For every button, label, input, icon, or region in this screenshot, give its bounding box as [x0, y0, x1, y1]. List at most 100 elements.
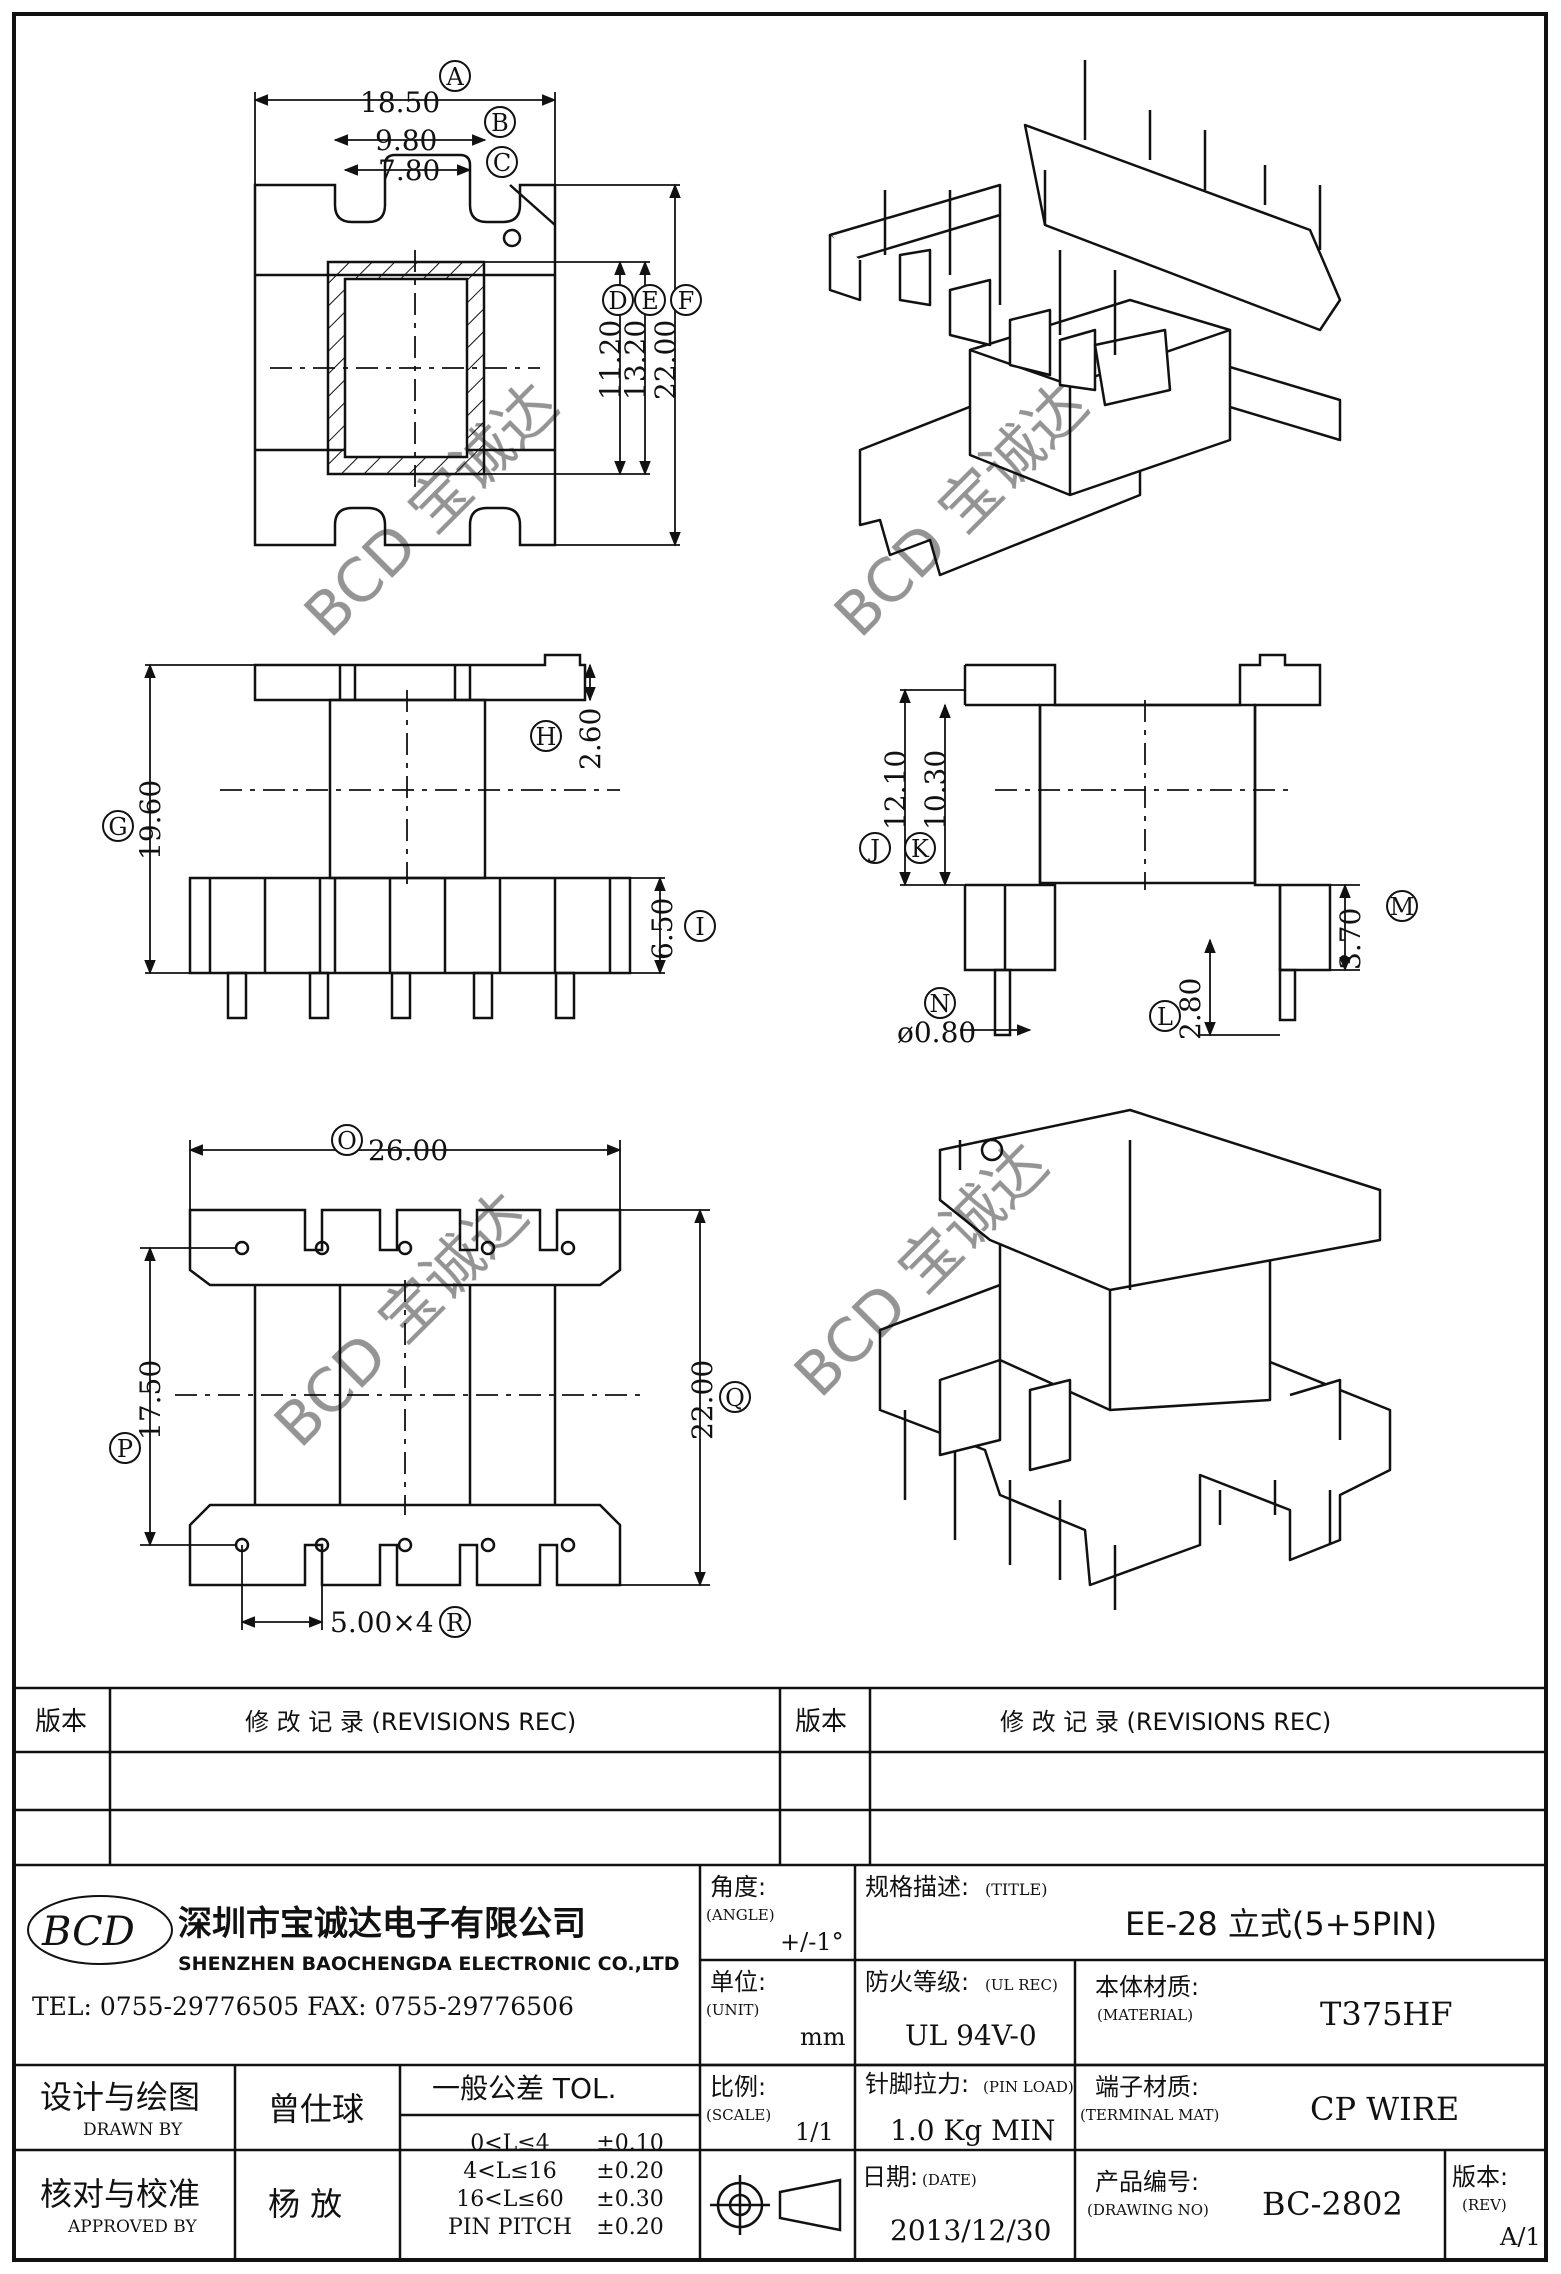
revision-col-version: 版本	[795, 1707, 847, 1737]
tolerance-value: ±0.20	[596, 2215, 663, 2240]
watermark: BCD 宝诚达	[261, 1180, 542, 1461]
dim-k: 10.30	[919, 750, 952, 830]
tolerance-range: 0<L≤4	[470, 2131, 549, 2156]
ul-label: 防火等级:	[865, 1968, 969, 1996]
company-logo: BCD	[27, 1895, 173, 1965]
angle-label: 角度:	[710, 1873, 766, 1901]
svg-text:M: M	[1390, 893, 1415, 921]
pinload-label: 针脚拉力:	[865, 2070, 969, 2098]
svg-text:P: P	[117, 1435, 133, 1463]
unit-label-en: (UNIT)	[706, 2001, 759, 2019]
svg-text:Q: Q	[725, 1384, 745, 1412]
unit-label: 单位:	[710, 1968, 766, 1996]
dim-q: 22.00	[686, 1360, 719, 1440]
revisions-table	[14, 1686, 1546, 1867]
callout-p: P	[109, 1432, 141, 1464]
rev-value: A/1	[1499, 2223, 1541, 2251]
terminal-label: 端子材质:	[1095, 2073, 1199, 2101]
company-name-cn: 深圳市宝诚达电子有限公司	[178, 1904, 586, 1944]
pinload-value: 1.0 Kg MIN	[890, 2114, 1055, 2147]
side-view-dims	[899, 688, 1360, 1037]
bottom-view	[175, 1208, 640, 1587]
title-label-en: (TITLE)	[985, 1880, 1047, 1899]
date-value: 2013/12/30	[890, 2214, 1051, 2247]
approved-by-value: 杨 放	[268, 2185, 342, 2223]
scale-label-en: (SCALE)	[706, 2106, 771, 2124]
callout-b: B	[484, 106, 516, 138]
dim-r: 5.00×4	[330, 1606, 434, 1639]
tolerance-value: ±0.30	[596, 2187, 663, 2212]
svg-text:C: C	[493, 149, 511, 177]
svg-text:L: L	[1157, 1003, 1173, 1031]
svg-text:F: F	[678, 287, 695, 315]
drawing-label: 产品编号:	[1095, 2168, 1199, 2196]
company-logo-text: BCD	[41, 1909, 135, 1955]
tolerance-title: 一般公差 TOL.	[432, 2072, 617, 2105]
front-view-dims	[144, 663, 666, 975]
tolerance-value: ±0.20	[596, 2159, 663, 2184]
svg-text:I: I	[695, 913, 704, 941]
dim-p: 17.50	[134, 1360, 167, 1440]
drawn-by-value: 曾仕球	[268, 2090, 364, 2128]
iso-view-lower	[878, 1108, 1392, 1610]
drawing-value: BC-2802	[1262, 2185, 1403, 2223]
svg-text:D: D	[608, 287, 627, 315]
tolerance-range: 16<L≤60	[456, 2187, 563, 2212]
date-label: 日期:	[862, 2163, 918, 2191]
callout-j: J	[859, 832, 891, 864]
dim-o: 26.00	[368, 1134, 448, 1167]
callout-a: A	[439, 60, 471, 92]
dim-b: 9.80	[375, 124, 437, 157]
callout-r: R	[439, 1606, 471, 1638]
callout-h: H	[530, 720, 562, 752]
side-view	[963, 653, 1332, 1037]
callout-d: D	[602, 284, 634, 316]
dim-c: 7.80	[378, 154, 440, 187]
svg-text:B: B	[491, 109, 509, 137]
dim-i: 6.50	[646, 898, 679, 960]
callout-g: G	[102, 810, 134, 842]
revision-col-record: 修 改 记 录 (REVISIONS REC)	[1000, 1708, 1331, 1736]
callout-e: E	[634, 284, 666, 316]
unit-value: mm	[800, 2023, 846, 2051]
scale-value: 1/1	[795, 2118, 834, 2146]
iso-view-upper	[828, 60, 1342, 577]
material-label-en: (MATERIAL)	[1097, 2006, 1193, 2024]
approved-by-label-en: APPROVED BY	[67, 2217, 198, 2237]
dim-a: 18.50	[360, 86, 440, 119]
scale-label: 比例:	[710, 2073, 766, 2101]
rev-label-en: (REV)	[1462, 2196, 1507, 2214]
dim-n: ø0.80	[897, 1016, 976, 1049]
callout-n: N	[924, 987, 956, 1019]
dim-h: 2.60	[574, 708, 607, 770]
sheet-border	[12, 12, 1548, 2262]
projection-symbol-icon	[710, 2175, 842, 2235]
angle-value: +/-1°	[780, 1928, 844, 1956]
callout-f: F	[670, 284, 702, 316]
svg-text:R: R	[446, 1609, 465, 1637]
dim-j: 12.10	[879, 750, 912, 830]
rev-label: 版本:	[1452, 2163, 1508, 2191]
approved-by-label: 核对与校准	[40, 2175, 200, 2213]
title-block-grid	[14, 1865, 1546, 2260]
revision-col-version: 版本	[35, 1707, 87, 1737]
drawing-label-en: (DRAWING NO)	[1087, 2201, 1209, 2219]
svg-text:J: J	[867, 835, 880, 863]
dim-e: 13.20	[619, 320, 652, 400]
dim-g: 19.60	[134, 780, 167, 860]
dim-f: 22.00	[649, 320, 682, 400]
date-label-en: (DATE)	[922, 2171, 977, 2189]
callout-q: Q	[719, 1381, 751, 1413]
title-value: EE-28 立式(5+5PIN)	[1125, 1905, 1437, 1943]
tolerance-range: 4<L≤16	[463, 2159, 556, 2184]
dim-l: 2.80	[1174, 978, 1207, 1040]
bottom-view-dims	[140, 1140, 710, 1630]
pinload-label-en: (PIN LOAD)	[983, 2078, 1074, 2096]
drawn-by-label-en: DRAWN BY	[83, 2120, 183, 2140]
title-label: 规格描述:	[865, 1873, 969, 1901]
tolerance-value: ±0.10	[596, 2131, 663, 2156]
material-label: 本体材质:	[1095, 1973, 1199, 2001]
svg-text:E: E	[641, 287, 659, 315]
front-view	[188, 653, 632, 1020]
